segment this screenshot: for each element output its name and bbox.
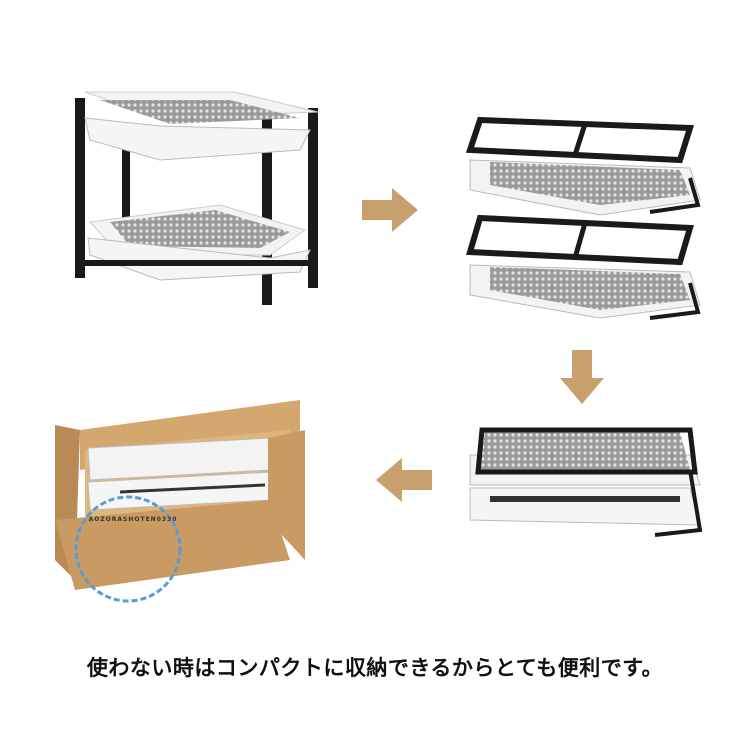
cardboard-box [55, 400, 305, 590]
disassembled-parts [465, 116, 701, 320]
arrow-down-icon [560, 350, 604, 404]
assembled-rack [75, 91, 319, 305]
arrow-left-icon [376, 458, 432, 502]
caption: 使わない時はコンパクトに収納できるからとても便利です。 [86, 655, 664, 680]
watermark-wreath [74, 495, 182, 603]
arrow-right-icon [362, 188, 418, 232]
stacked-trays [469, 427, 703, 537]
watermark-text: AOZORASHOTEN0330 [88, 516, 178, 523]
